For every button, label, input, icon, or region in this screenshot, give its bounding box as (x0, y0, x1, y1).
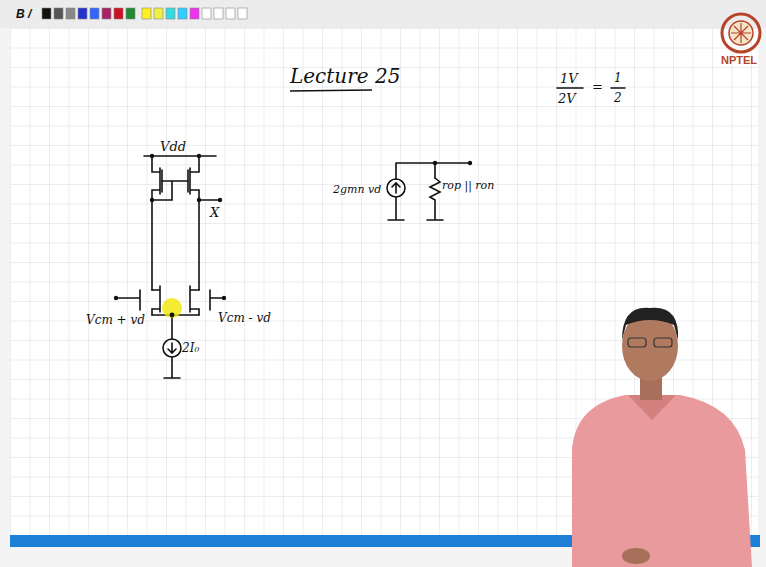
fraction-term: 2V (558, 92, 576, 105)
fraction-term: 1V (560, 72, 578, 85)
current-source-label: 2I₀ (182, 342, 199, 354)
resistance-label: rop || ron (442, 180, 494, 191)
fraction-term: 2 (614, 92, 622, 104)
logo-text: NPTEL (721, 55, 757, 66)
toolbar-text: B / (16, 8, 31, 20)
input-label: Vcm + vd (86, 314, 145, 326)
lecture-title: Lecture 25 (290, 66, 400, 86)
output-node-label: X (210, 206, 219, 219)
supply-label: Vdd (160, 140, 186, 153)
fraction-term: 1 (614, 72, 622, 84)
current-source-label: 2gmn vd (333, 184, 381, 195)
equals-sign: = (592, 80, 603, 93)
input-label: Vcm - vd (218, 312, 271, 324)
